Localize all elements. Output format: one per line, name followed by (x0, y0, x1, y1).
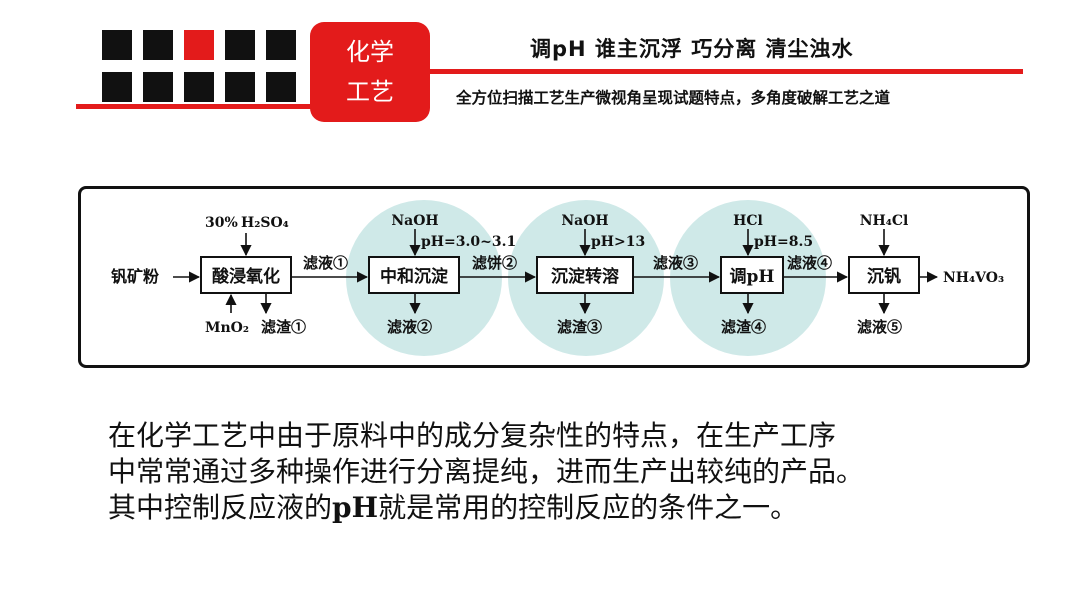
paragraph-line: 中常常通过多种操作进行分离提纯，进而生产出较纯的产品。 (108, 455, 865, 488)
output-label: 滤渣③ (557, 318, 602, 336)
ph-condition: pH>13 (591, 234, 645, 250)
badge-line1: 化学 (346, 38, 394, 66)
logo-square (143, 30, 173, 60)
paragraph-line: 在化学工艺中由于原料中的成分复杂性的特点，在生产工序 (108, 419, 837, 452)
output-label: 滤液② (387, 318, 432, 336)
page-subtitle: 全方位扫描工艺生产微视角呈现试题特点，多角度破解工艺之道 (456, 89, 891, 107)
logo-square (102, 72, 132, 102)
box-label: 调pH (730, 267, 775, 287)
ph-term: pH (332, 491, 379, 524)
logo-squares (102, 30, 302, 102)
logo-square (102, 30, 132, 60)
logo-square (225, 72, 255, 102)
header-rule-left (76, 104, 316, 109)
process-flow-diagram: 酸浸氧化 中和沉淀 沉淀转溶 调pH 沉钒 钒矿粉 滤液① 滤饼② 滤液③ 滤液… (78, 186, 1030, 368)
box-label: 沉钒 (867, 266, 901, 287)
output-label: 滤渣④ (721, 318, 766, 336)
reagent-label: NaOH (391, 213, 438, 229)
logo-square (266, 72, 296, 102)
output-label: 滤液⑤ (857, 318, 902, 336)
reagent-label: HCl (733, 213, 763, 229)
acid-formula: H₂SO₄ (241, 215, 289, 231)
start-material: 钒矿粉 (111, 267, 159, 286)
reagent-label: NaOH (561, 213, 608, 229)
process-box (848, 256, 920, 294)
paragraph-line: 其中控制反应液的pH就是常用的控制反应的条件之一。 (108, 490, 1028, 526)
box-label: 中和沉淀 (380, 266, 449, 287)
section-badge: 化学 工艺 (310, 22, 430, 122)
logo-square (225, 30, 255, 60)
logo-square (266, 30, 296, 60)
link-label: 滤液④ (787, 254, 832, 272)
link-label: 滤饼② (472, 254, 517, 272)
paragraph-text: 其中控制反应液的 (108, 491, 333, 524)
box-label: 酸浸氧化 (212, 266, 280, 287)
oxidant-label: MnO₂ (205, 320, 249, 336)
ph-condition: pH=3.0~3.1 (421, 234, 516, 250)
logo-square-red (184, 30, 214, 60)
acid-prefix: 30% (205, 215, 238, 231)
description-paragraph: 在化学工艺中由于原料中的成分复杂性的特点，在生产工序 中常常通过多种操作进行分离… (108, 418, 1028, 526)
process-box (536, 256, 634, 294)
badge-line2: 工艺 (346, 78, 394, 106)
paragraph-text: 就是常用的控制反应的条件之一。 (378, 491, 799, 524)
process-box (200, 256, 292, 294)
process-flow-svg: 酸浸氧化 中和沉淀 沉淀转溶 调pH 沉钒 钒矿粉 滤液① 滤饼② 滤液③ 滤液… (111, 200, 1004, 356)
output-label: 滤渣① (261, 318, 306, 336)
header-rule-right (425, 69, 1023, 74)
process-box (720, 256, 784, 294)
logo-square (184, 72, 214, 102)
link-label: 滤液③ (653, 254, 698, 272)
product-label: NH₄VO₃ (943, 270, 1004, 286)
logo-square (143, 72, 173, 102)
process-box (368, 256, 460, 294)
reagent-label: NH₄Cl (860, 213, 909, 229)
link-label: 滤液① (303, 254, 348, 272)
box-label: 沉淀转溶 (551, 266, 619, 287)
page-title: 调pH 谁主沉浮 巧分离 清尘浊水 (530, 37, 854, 61)
ph-condition: pH=8.5 (754, 234, 813, 250)
